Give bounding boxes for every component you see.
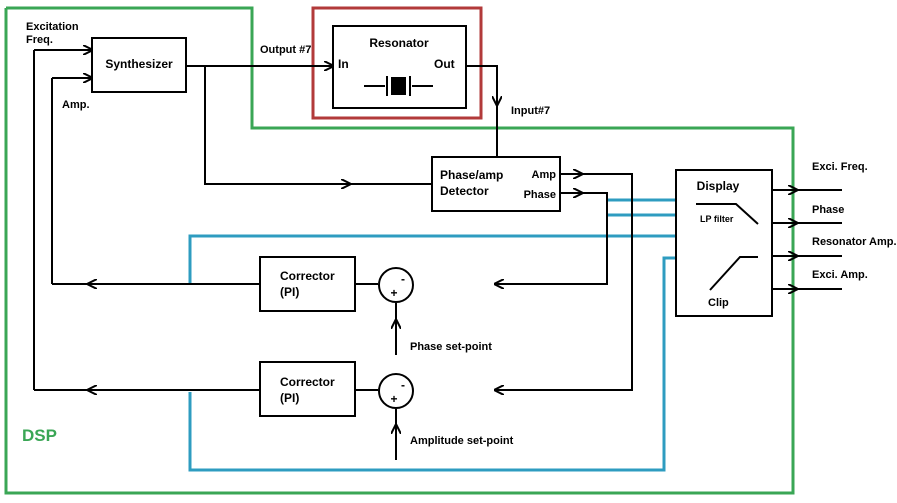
corrector-phase-line1: Corrector (280, 269, 335, 283)
corrector-amp-line1: Corrector (280, 375, 335, 389)
sum-junction-amp (378, 373, 414, 409)
detector-label-line2: Detector (440, 184, 489, 198)
sum-phase-minus: - (401, 272, 405, 286)
resonator-amp-output-label: Resonator Amp. (812, 236, 897, 248)
display-title: Display (697, 179, 740, 193)
exci-amp-output-label: Exci. Amp. (812, 269, 868, 281)
sum-phase-plus: + (390, 286, 397, 300)
phase-setpoint-label: Phase set-point (410, 341, 492, 353)
crystal-icon (364, 76, 433, 96)
sum-amp-minus: - (401, 378, 405, 392)
corrector-amp-line2: (PI) (280, 391, 299, 405)
corrector-phase-line2: (PI) (280, 285, 299, 299)
phase-output-label: Phase (812, 204, 844, 216)
resonator-enclosure (311, 6, 483, 120)
signal-wires (33, 50, 842, 460)
excitation-label-line1: Excitation (26, 21, 79, 33)
synthesizer-label: Synthesizer (105, 57, 173, 71)
detector-phase-port: Phase (524, 189, 556, 201)
detector-block (431, 156, 561, 212)
synthesizer-block (91, 37, 187, 93)
excitation-label-line2: Freq. (26, 34, 53, 46)
output7-label: Output #7 (260, 44, 311, 56)
detector-amp-port: Amp (532, 169, 557, 181)
sum-junction-phase (378, 267, 414, 303)
lp-filter-label: LP filter (700, 214, 734, 224)
detector-label-line1: Phase/amp (440, 168, 503, 182)
lp-filter-icon (696, 203, 759, 225)
resonator-out-label: Out (434, 57, 455, 71)
feedback-lines (188, 198, 676, 472)
dsp-boundary (4, 6, 795, 495)
amplitude-setpoint-label: Amplitude set-point (410, 435, 514, 447)
input7-label: Input#7 (511, 105, 550, 117)
amp-input-label: Amp. (62, 99, 90, 111)
corrector-amp-block (259, 361, 356, 417)
clip-icon (709, 256, 758, 291)
resonator-title: Resonator (369, 36, 429, 50)
dsp-label: DSP (22, 426, 57, 445)
sum-amp-plus: + (390, 392, 397, 406)
corrector-phase-block (259, 256, 356, 312)
display-block (675, 169, 773, 317)
exci-freq-output-label: Exci. Freq. (812, 161, 868, 173)
clip-label: Clip (708, 297, 729, 309)
resonator-in-label: In (338, 57, 349, 71)
